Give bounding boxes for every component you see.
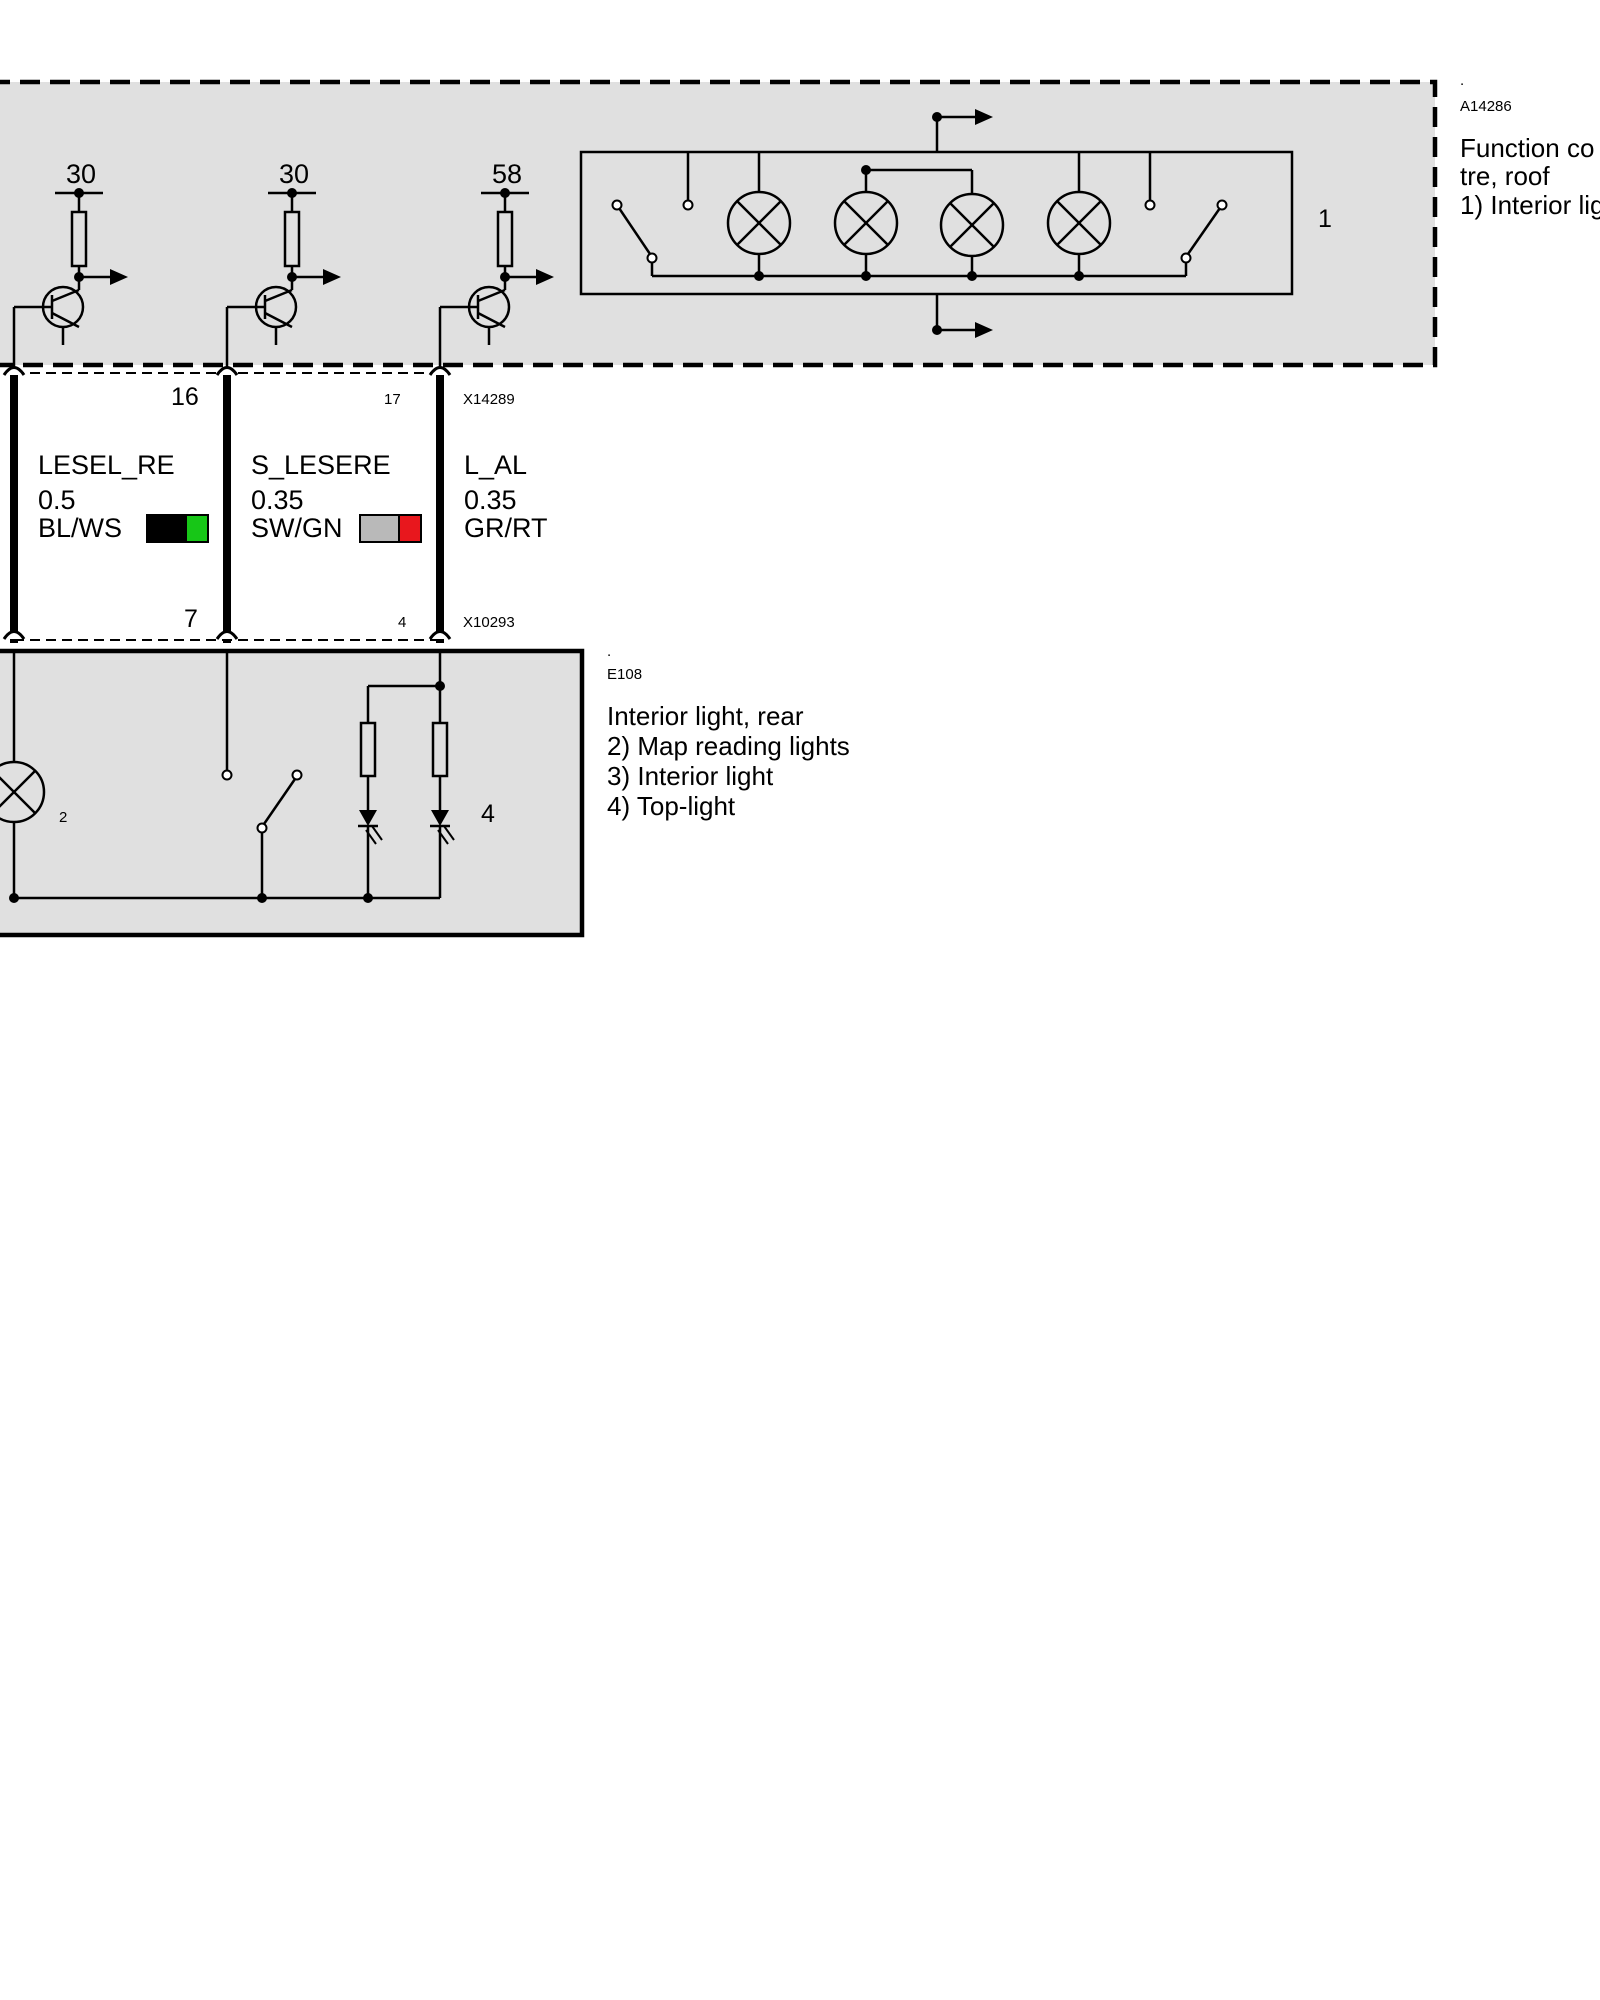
connector-pin-label: 17: [384, 391, 401, 408]
rear-light-module-boundary: [0, 648, 585, 938]
switch-icon: [262, 778, 297, 825]
wire-color-swatch: [398, 514, 422, 543]
wire-color-label: GR/RT: [464, 513, 548, 543]
supply-label: 58: [492, 159, 522, 189]
roof-module-id: A14286: [1460, 98, 1512, 115]
wire-color-label: BL/WS: [38, 513, 122, 543]
driver-channel-3: 58: [438, 159, 554, 370]
wire-signal-label: L_AL: [464, 450, 527, 480]
wire-gauge-label: 0.35: [464, 485, 517, 515]
roof-module-dot: .: [1460, 72, 1464, 89]
connector-id: X14289: [463, 391, 515, 408]
rear-module-id: E108: [607, 666, 642, 683]
connector-pin-label: 16: [171, 383, 199, 411]
wire-gauge-label: 0.5: [38, 485, 76, 515]
wire-signal-label: LESEL_RE: [38, 450, 175, 480]
rear-module-desc-line: 3) Interior light: [607, 761, 774, 791]
driver-channel-2: 30: [225, 159, 341, 370]
rear-module-dot: .: [607, 643, 611, 660]
supply-label: 30: [279, 159, 309, 189]
wire-color-swatch: [146, 514, 187, 543]
wire-color-swatch: [185, 514, 209, 543]
wire-color-label: SW/GN: [251, 513, 343, 543]
rear-light-module: 2 4 .: [0, 643, 850, 938]
lamp-icon: [1046, 152, 1112, 281]
harness: 16 17 X14289 7 4 X10293 LESEL_RE 0.5 BL/…: [2, 366, 548, 643]
arrow-right-icon: [110, 269, 128, 285]
rear-module-desc-line: Interior light, rear: [607, 701, 804, 731]
wire-color-swatch: [359, 514, 400, 543]
led-label: 4: [481, 800, 495, 828]
wire-gauge-label: 0.35: [251, 485, 304, 515]
driver-channel-1: 30: [12, 159, 128, 370]
roof-module-desc-line: tre, roof: [1460, 161, 1550, 191]
roof-module-desc-line: 1) Interior lig: [1460, 190, 1600, 220]
arrow-right-icon: [975, 322, 993, 338]
interior-light-box-label: 1: [1318, 205, 1332, 233]
connector-pin-label: 4: [398, 614, 406, 631]
rear-module-desc-line: 4) Top-light: [607, 791, 736, 821]
wire-signal-label: S_LESERE: [251, 450, 391, 480]
roof-module-desc-line: Function co: [1460, 133, 1594, 163]
lamp-label: 2: [59, 809, 67, 826]
connector-id: X10293: [463, 614, 515, 631]
led-icon: [358, 810, 383, 898]
rear-module-desc-line: 2) Map reading lights: [607, 731, 850, 761]
lamp-icon: [939, 192, 1005, 281]
roof-module: 1: [0, 72, 1600, 370]
arrow-right-icon: [975, 109, 993, 125]
led-icon: [430, 810, 455, 898]
supply-label: 30: [66, 159, 96, 189]
roof-module-boundary: [0, 79, 1438, 368]
lamp-icon: [726, 152, 792, 281]
lamp-icon: [833, 170, 899, 281]
arrow-right-icon: [536, 269, 554, 285]
connector-pin-label: 7: [184, 605, 198, 633]
lamp-icon: [0, 760, 46, 824]
arrow-right-icon: [323, 269, 341, 285]
